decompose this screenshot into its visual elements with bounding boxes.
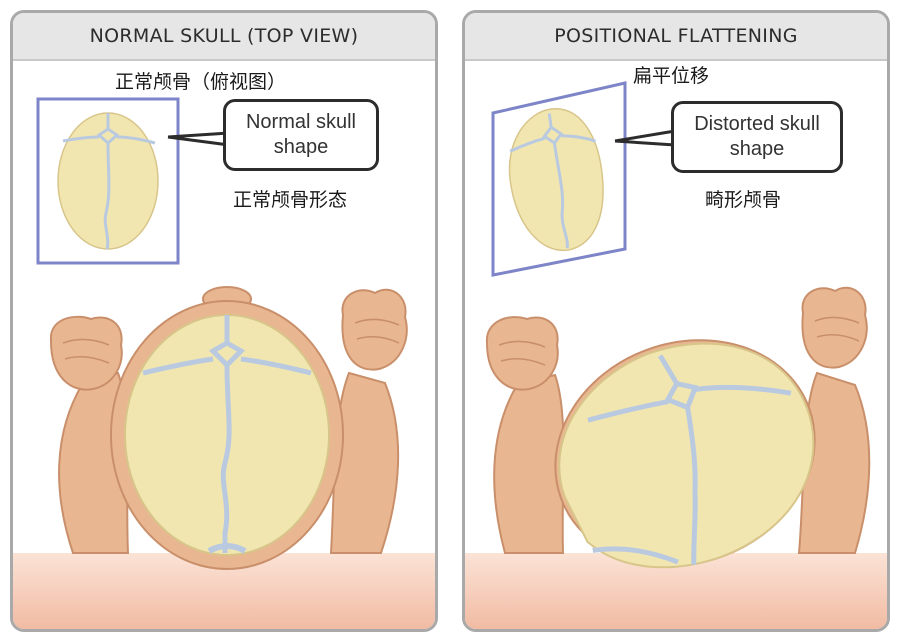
left-fist xyxy=(49,315,123,391)
skull-sutures xyxy=(142,315,312,553)
callout-pointer xyxy=(614,129,676,147)
callout-pointer xyxy=(167,131,230,147)
distorted-skull-label: 畸形颅骨 xyxy=(705,189,782,211)
normal-skull-illustration xyxy=(13,97,435,629)
positional-flattening-panel: POSITIONAL FLATTENING 扁平位移 Distorted sku… xyxy=(462,10,890,632)
distorted-skull-callout: Distorted skull shape xyxy=(671,101,843,173)
normal-skull-shape-label: 正常颅骨形态 xyxy=(233,189,348,211)
callout-line-2: shape xyxy=(273,136,329,158)
normal-skull-top-view-label: 正常颅骨（俯视图） xyxy=(115,71,287,93)
skull-sutures xyxy=(587,354,792,565)
normal-skull-header: NORMAL SKULL (TOP VIEW) xyxy=(13,13,435,61)
right-arm xyxy=(329,371,400,554)
positional-flattening-label: 扁平位移 xyxy=(633,65,710,87)
normal-skull-panel: NORMAL SKULL (TOP VIEW) 正常颅骨（俯视图） Normal… xyxy=(10,10,438,632)
callout-line-2: shape xyxy=(729,138,785,160)
normal-skull-callout: Normal skull shape xyxy=(223,99,379,171)
inset-skull xyxy=(508,108,604,252)
callout-line-1: Normal skull xyxy=(245,111,357,133)
left-arm xyxy=(493,373,565,554)
callout-line-1: Distorted skull xyxy=(694,113,820,135)
left-fist xyxy=(485,316,559,391)
skull-bone xyxy=(558,342,815,569)
right-arm xyxy=(797,371,871,554)
positional-flattening-header: POSITIONAL FLATTENING xyxy=(465,13,887,61)
flattened-skull-illustration xyxy=(465,81,887,629)
right-fist xyxy=(341,288,408,371)
right-fist xyxy=(801,286,868,369)
